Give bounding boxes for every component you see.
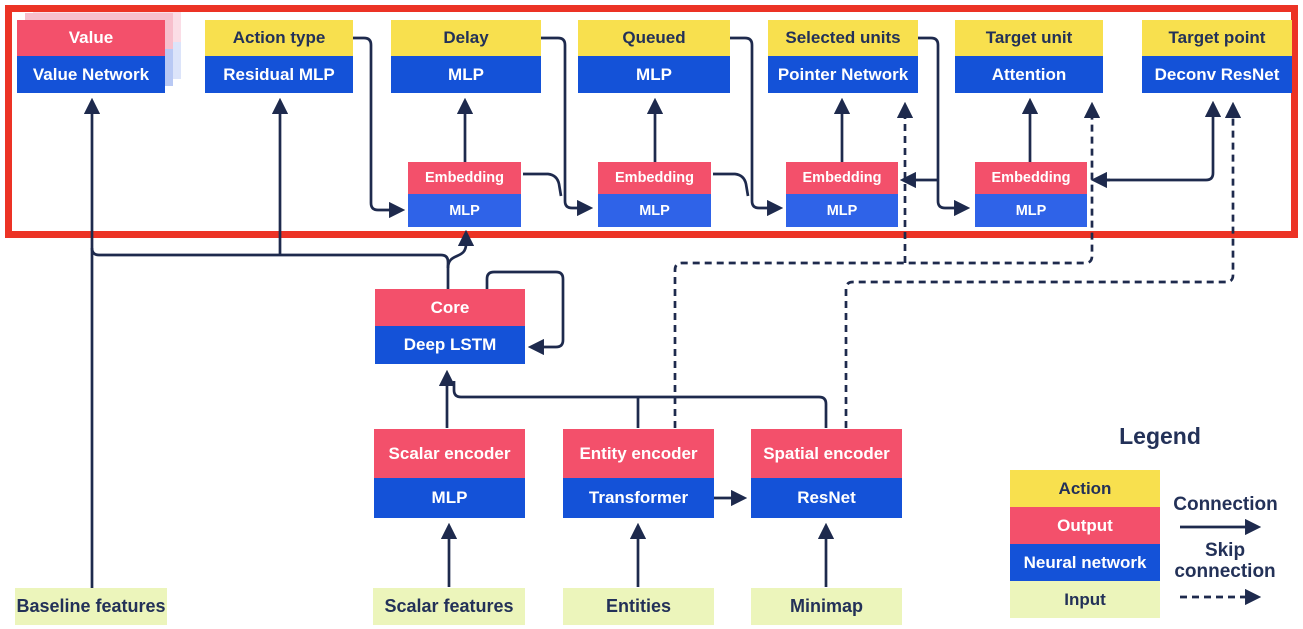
node-action-type-label: Action type (205, 20, 353, 56)
node-queued-network-label: MLP (578, 56, 730, 93)
node-core-label: Core (375, 289, 525, 326)
legend-connection-label: Connection (1173, 494, 1278, 515)
node-target-point-network-label: Deconv ResNet (1142, 56, 1292, 93)
node-core-network-label: Deep LSTM (375, 326, 525, 364)
node-embedding-3: Embedding MLP (786, 162, 898, 227)
node-action-type-network-label: Residual MLP (205, 56, 353, 93)
highlight-box (5, 5, 1298, 238)
node-spatial-encoder-network-label: ResNet (751, 478, 902, 518)
node-value-network-label: Value Network (17, 56, 165, 93)
node-target-unit-network-label: Attention (955, 56, 1103, 93)
node-entity-encoder: Entity encoder Transformer (563, 429, 714, 518)
node-embedding-1-label: Embedding (408, 162, 521, 194)
node-spatial-encoder: Spatial encoder ResNet (751, 429, 902, 518)
node-selected-units: Selected units Pointer Network (768, 20, 918, 93)
node-queued-label: Queued (578, 20, 730, 56)
node-embedding-3-network-label: MLP (786, 194, 898, 227)
node-selected-units-network-label: Pointer Network (768, 56, 918, 93)
node-embedding-1: Embedding MLP (408, 162, 521, 227)
node-embedding-4: Embedding MLP (975, 162, 1087, 227)
node-entity-encoder-network-label: Transformer (563, 478, 714, 518)
node-embedding-2: Embedding MLP (598, 162, 711, 227)
node-scalar-encoder-network-label: MLP (374, 478, 525, 518)
node-delay-label: Delay (391, 20, 541, 56)
node-entity-encoder-label: Entity encoder (563, 429, 714, 478)
node-delay: Delay MLP (391, 20, 541, 93)
node-embedding-4-label: Embedding (975, 162, 1087, 194)
node-target-unit: Target unit Attention (955, 20, 1103, 93)
node-spatial-encoder-label: Spatial encoder (751, 429, 902, 478)
node-scalar-encoder-label: Scalar encoder (374, 429, 525, 478)
node-target-unit-label: Target unit (955, 20, 1103, 56)
node-value-output-label: Value (17, 20, 165, 56)
conn-core-trunk (90, 247, 450, 289)
node-delay-network-label: MLP (391, 56, 541, 93)
node-embedding-1-network-label: MLP (408, 194, 521, 227)
input-baseline-features: Baseline features (15, 588, 167, 625)
node-scalar-encoder: Scalar encoder MLP (374, 429, 525, 518)
node-target-point-label: Target point (1142, 20, 1292, 56)
legend-swatch-input: Input (1010, 581, 1160, 618)
node-value: Value Value Network (17, 20, 165, 93)
conn-core-to-embedding-1 (446, 229, 475, 269)
legend-swatch-neural-network: Neural network (1010, 544, 1160, 581)
node-selected-units-label: Selected units (768, 20, 918, 56)
node-embedding-2-network-label: MLP (598, 194, 711, 227)
node-embedding-4-network-label: MLP (975, 194, 1087, 227)
node-embedding-2-label: Embedding (598, 162, 711, 194)
legend-skip-connection-label: Skip connection (1174, 540, 1276, 582)
conn-spatial-encoder-to-lstm (452, 381, 828, 428)
legend-swatch-output: Output (1010, 507, 1160, 544)
input-scalar-features: Scalar features (373, 588, 525, 625)
legend-title: Legend (1119, 423, 1201, 449)
node-action-type: Action type Residual MLP (205, 20, 353, 93)
node-target-point: Target point Deconv ResNet (1142, 20, 1292, 93)
input-entities: Entities (563, 588, 714, 625)
input-minimap: Minimap (751, 588, 902, 625)
legend-swatch-action: Action (1010, 470, 1160, 507)
node-embedding-3-label: Embedding (786, 162, 898, 194)
node-queued: Queued MLP (578, 20, 730, 93)
node-core: Core Deep LSTM (375, 289, 525, 364)
